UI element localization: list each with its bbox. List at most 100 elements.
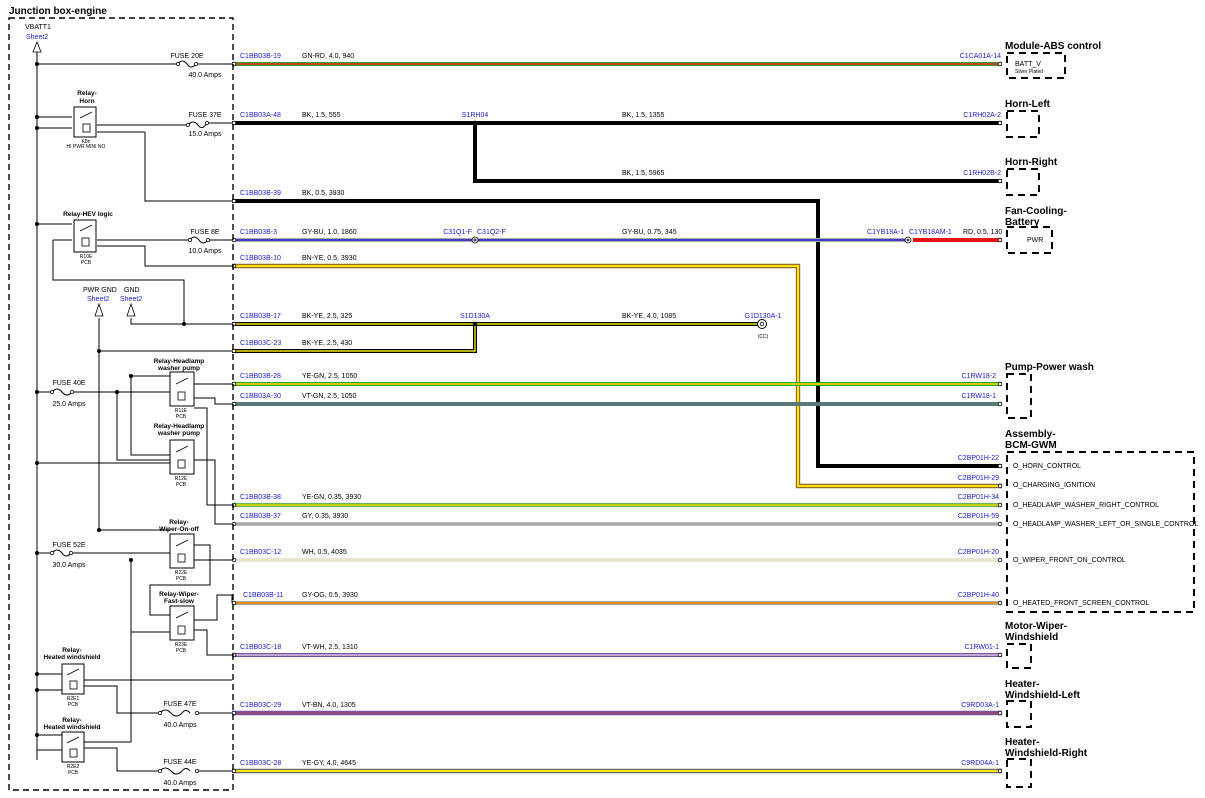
vbatt-arrow-icon [32,40,42,53]
relay-wiper-fast-slow: Relay-Wiper- Fast-slow R23E PCB [159,591,199,654]
component-heater-left: Heater- Windshield-Left [1005,679,1081,728]
wire-16-to[interactable]: C2BP01H-40 [958,592,999,599]
relay-hs2-title2: Heated windshield [43,724,100,731]
wire-14-from[interactable]: C1BB03B-37 [240,513,281,520]
wire-19-from[interactable]: C1BB03C-28 [240,760,281,767]
wire-13-from[interactable]: C1BB03B-38 [240,494,281,501]
wire-7-spec2: BK-YE, 4.0, 1085 [622,313,676,320]
wire-4-spec: BK, 0.5, 3930 [302,190,345,197]
wire-9-from[interactable]: C1BB03B-28 [240,373,281,380]
wire-13-spec: YE-GN, 0.35, 3930 [302,494,361,501]
fuse-52e-name: FUSE 52E [52,542,85,549]
wire-3-to[interactable]: C1RH02B-2 [963,170,1001,177]
relay-hw2-title2: washer pump [157,430,200,437]
wire-15-spec: WH, 0.5, 4035 [302,549,347,556]
fuse-44e-name: FUSE 44E [163,759,196,766]
wire-7-to-note: (CC) [758,334,769,340]
relay-hw1-title1: Relay-Headlamp [154,358,205,365]
relay-hw1-title2: washer pump [157,365,200,372]
wire-17-from[interactable]: C1BB03C-18 [240,644,281,651]
bcm-pin-horn: O_HORN_CONTROL [1013,463,1081,470]
wire-5-inline4[interactable]: C1YB18AM-1 [909,229,952,236]
relay-hs1-title2: Heated windshield [43,654,100,661]
relay-hs2-title1: Relay- [62,717,82,724]
wire-5-from[interactable]: C1BB03B-3 [240,229,277,236]
vbatt-sheet-link[interactable]: Sheet2 [26,34,48,41]
wire-7-spec: BK-YE, 2.5, 325 [302,313,352,320]
wire-16-from[interactable]: C1BB03B-11 [243,592,283,599]
junction-box-internal-wiring [36,52,233,772]
relay-heated-windshield-2: Relay- Heated windshield R2E2 PCB [43,717,100,776]
relay-wiper-code: R22E [175,570,188,576]
wire-9-to[interactable]: C1RW18-2 [962,373,997,380]
fuse-44e-rating: 40.0 Amps [163,780,197,787]
wire-2-to[interactable]: C1RH02A-2 [963,112,1001,119]
relay-headlamp-washer-1: Relay-Headlamp washer pump R11E PCB [154,358,205,420]
wiper-title: Motor-Wiper- [1005,621,1067,632]
component-motor-wiper: Motor-Wiper- Windshield [1005,621,1067,669]
relay-horn-title2: Horn [79,98,94,105]
wire-10-spec: VT-GN, 2.5, 1050 [302,393,357,400]
wire-2-splice[interactable]: S1RH04 [462,112,489,119]
wire-8-from[interactable]: C1BB03C-23 [240,340,281,347]
wire-18-spec: VT-BN, 4.0, 1305 [302,702,356,709]
wire-19-to[interactable]: C9RD04A-1 [961,760,999,767]
wire-2-from[interactable]: C1BB03A-48 [240,112,281,119]
wire-1-to[interactable]: C1CA01A-14 [960,53,1001,60]
fuse-20e-rating: 40.0 Amps [188,72,222,79]
fuse-40e-name: FUSE 40E [52,380,85,387]
wire-7-from[interactable]: C1BB03B-17 [240,313,281,320]
wire-5-inline2[interactable]: C31Q2-F [477,229,506,236]
wire-9-spec: YE-GN, 2.5, 1050 [302,373,357,380]
wire-17-to[interactable]: C1RW01-1 [965,644,1000,651]
pwr-gnd-sheet-link[interactable]: Sheet2 [87,296,109,303]
pump-title: Pump-Power wash [1005,362,1094,373]
relay-hev-sub: PCB [81,260,92,266]
bcm-pin-hw-right: O_HEADLAMP_WASHER_RIGHT_CONTROL [1013,502,1159,509]
wire-5-inline3[interactable]: C1YB18A-1 [867,229,904,236]
splice-s1d130a-dot [472,321,478,327]
component-horn-left: Horn-Left [1005,99,1051,138]
gnd-sheet-link[interactable]: Sheet2 [120,296,142,303]
component-pump-power-wash: Pump-Power wash [1005,362,1094,419]
wire-7-to[interactable]: G1D130A-1 [745,313,782,320]
fuse-37e-name: FUSE 37E [188,112,221,119]
wire-18-to[interactable]: C9RD03A-1 [961,702,999,709]
relay-hev-logic: Relay-HEV logic R10E PCB [63,211,113,266]
heater-left-title2: Windshield-Left [1005,690,1081,701]
wire-7-splice[interactable]: S1D130A [460,313,490,320]
fuse-44e: FUSE 44E 40.0 Amps [158,759,199,787]
relay-hw2-code: R12E [175,476,188,482]
fuse-47e: FUSE 47E 40.0 Amps [158,701,199,729]
wire-15-from[interactable]: C1BB03C-12 [240,549,281,556]
relay-fast-code: R23E [175,642,188,648]
relay-horn-code: K8n [82,139,91,145]
wire-18-from[interactable]: C1BB03C-29 [240,702,281,709]
fuse-52e: FUSE 52E 30.0 Amps [50,542,86,569]
wire-11-to[interactable]: C2BP01H-22 [958,455,999,462]
component-fan-cooling-battery: Fan-Cooling- Battery PWR [1005,206,1067,254]
fuse-20e-name: FUSE 20E [170,53,203,60]
relay-hw2-title1: Relay-Headlamp [154,423,205,430]
wire-15-to[interactable]: C2BP01H-20 [958,549,999,556]
wire-6-from[interactable]: C1BB03B-10 [240,255,281,262]
fuse-8e-rating: 10.0 Amps [188,248,222,255]
wire-1-from[interactable]: C1BB03B-19 [240,53,281,60]
wire-4-from[interactable]: C1BB03B-39 [240,190,281,197]
wire-3-spec: BK, 1.5, 5965 [622,170,665,177]
wire-5-inline1[interactable]: C31Q1-F [443,229,472,236]
fuse-40e-rating: 25.0 Amps [52,401,86,408]
wire-14-to[interactable]: C2BP01H-59 [958,513,999,520]
junction-dots [35,62,186,737]
relay-fast-title2: Fast-slow [164,598,195,605]
relay-hev-title: Relay-HEV logic [63,211,113,218]
wire-10-from[interactable]: C1BB03A-30 [240,393,281,400]
gnd-label: GND [124,287,140,294]
wire-10-to[interactable]: C1RW18-1 [962,393,997,400]
bcm-pin-hw-left: O_HEADLAMP_WASHER_LEFT_OR_SINGLE_CONTROL [1013,521,1198,528]
heater-right-title2: Windshield-Right [1005,748,1088,759]
wire-14-spec: GY, 0.35, 3930 [302,513,348,520]
wire-12-to[interactable]: C2BP01H-29 [958,475,999,482]
fuse-37e: FUSE 37E 15.0 Amps [186,112,222,138]
wire-13-to[interactable]: C2BP01H-34 [958,494,999,501]
